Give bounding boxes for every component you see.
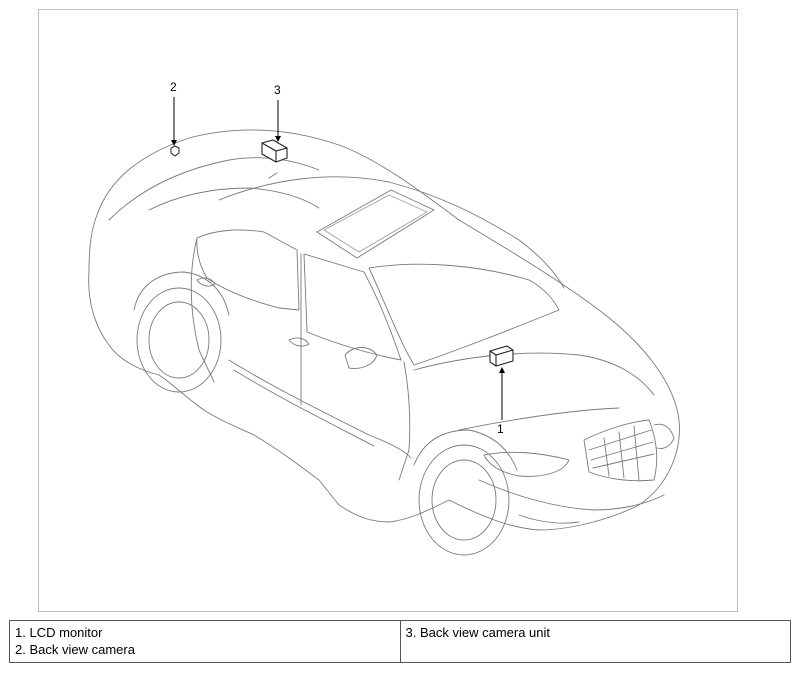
- side-mirror: [344, 347, 378, 369]
- callout-1: 1: [497, 422, 504, 436]
- headlight: [483, 451, 570, 477]
- rear-wheel: [136, 287, 222, 393]
- front-wheel: [418, 444, 510, 556]
- legend-row: 1. LCD monitor 2. Back view camera 3. Ba…: [9, 620, 791, 663]
- sunroof-outline: [316, 189, 435, 259]
- callout-2: 2: [170, 80, 177, 94]
- trunk-outline: [108, 157, 320, 221]
- car-body-outline: [88, 129, 680, 531]
- lcd-monitor-part: [489, 345, 514, 367]
- hood-outline: [413, 352, 655, 396]
- diagram-frame: 1 2 3: [38, 9, 738, 612]
- rear-side-window: [196, 229, 300, 311]
- windshield-outline: [368, 263, 560, 366]
- roof-outline: [218, 176, 565, 289]
- back-view-camera-part: [170, 145, 180, 157]
- front-bumper: [478, 479, 665, 511]
- car-line-drawing: [88, 129, 680, 556]
- front-side-window: [303, 253, 402, 361]
- back-view-camera-unit-part: [261, 139, 288, 163]
- front-door-handle: [288, 337, 310, 347]
- legend-item-back-view-camera-unit: 3. Back view camera unit: [405, 625, 551, 640]
- parts-legend-table: 1. LCD monitor 2. Back view camera 3. Ba…: [9, 620, 791, 663]
- legend-item-back-view-camera: 2. Back view camera: [15, 642, 135, 657]
- rear-window-outline: [148, 187, 320, 211]
- door-line-b: [190, 237, 215, 383]
- legend-item-lcd-monitor: 1. LCD monitor: [15, 625, 103, 640]
- callout-3: 3: [274, 83, 281, 97]
- legend-cell-right: 3. Back view camera unit: [399, 620, 791, 663]
- front-grille: [583, 419, 658, 482]
- leader-lines: [171, 97, 505, 420]
- legend-cell-left: 1. LCD monitor 2. Back view camera: [9, 620, 401, 663]
